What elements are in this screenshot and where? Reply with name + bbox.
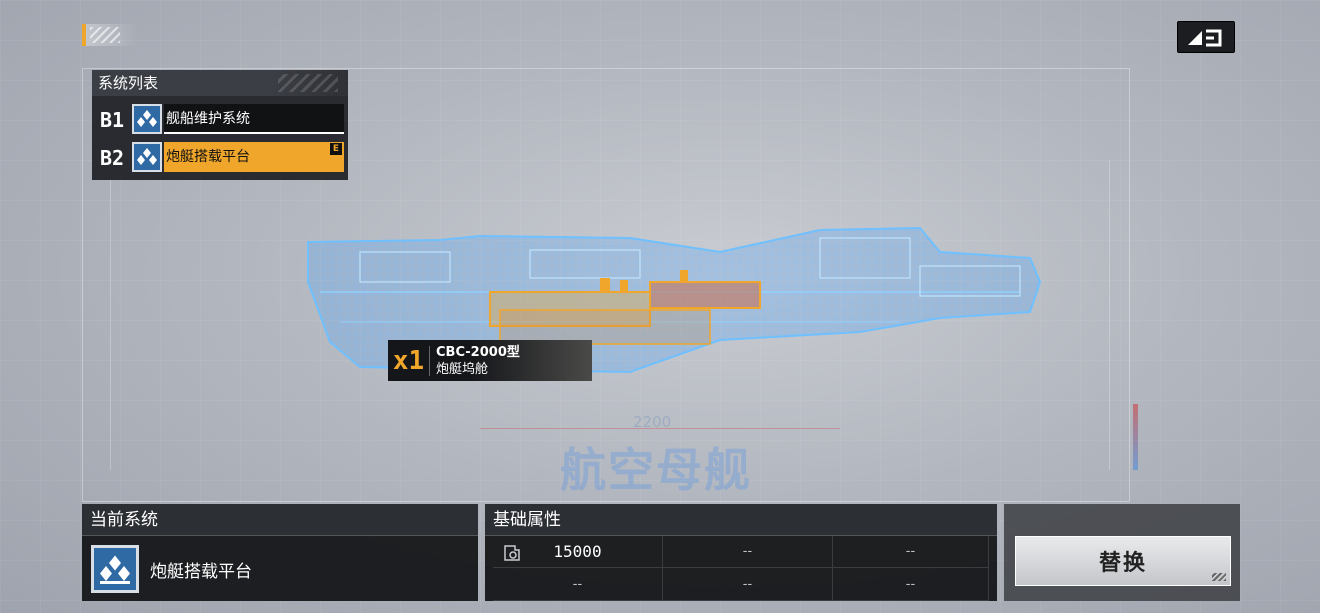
attribute-cell: -- (663, 568, 833, 601)
attribute-value: 15000 (553, 542, 602, 561)
attribute-cell: -- (663, 536, 833, 568)
ship-class-watermark: 航空母舰 (560, 443, 752, 497)
system-item-b2[interactable]: B2 炮艇搭载平台 E (96, 140, 344, 174)
system-list-header: 系统列表 (92, 70, 348, 96)
attribute-value: -- (742, 544, 753, 559)
base-attributes-panel: 基础属性 15000 -- -- -- -- -- (485, 504, 997, 601)
attribute-value: -- (905, 544, 916, 559)
replace-button[interactable]: 替换 (1015, 536, 1231, 586)
dimension-line (480, 428, 840, 429)
current-system-name: 炮艇搭载平台 (150, 562, 252, 582)
viewport-frame (82, 68, 1130, 502)
equipped-badge: E (330, 143, 342, 155)
durability-gear-icon (504, 545, 520, 561)
corner-accent-bar (82, 24, 86, 46)
attribute-cell: -- (493, 568, 663, 601)
system-item-label: 炮艇搭载平台 E (164, 142, 344, 172)
system-item-b1[interactable]: B1 舰船维护系统 (96, 102, 344, 136)
attribute-value: -- (572, 576, 583, 592)
button-notch (1212, 573, 1226, 581)
attribute-cell: -- (833, 568, 989, 601)
header-hatch (278, 74, 338, 92)
back-button[interactable] (1177, 21, 1235, 53)
attribute-grid: 15000 -- -- -- -- -- (493, 536, 989, 601)
ship-blueprint (307, 226, 1042, 374)
slot-label: B2 (100, 146, 125, 170)
system-list-panel: 系统列表 B1 舰船维护系统 B2 炮艇搭载平台 E (92, 70, 348, 180)
current-system-panel: 当前系统 炮艇搭载平台 (82, 504, 478, 601)
corner-tag (82, 24, 138, 46)
corner-stripes (90, 27, 120, 43)
component-count: x1 (388, 345, 430, 376)
replace-button-label: 替换 (1098, 551, 1147, 576)
ship-length-value: 2200 (633, 413, 672, 431)
highlighted-module (489, 270, 761, 345)
component-names: CBC-2000型 炮艇坞舱 (430, 344, 520, 378)
attribute-value: -- (742, 576, 753, 592)
component-tag[interactable]: x1 CBC-2000型 炮艇坞舱 (388, 340, 592, 381)
slot-label: B1 (100, 108, 125, 132)
ship-hull (307, 226, 1042, 374)
base-attributes-title: 基础属性 (485, 504, 997, 536)
component-name: 炮艇坞舱 (436, 361, 489, 377)
attribute-value: -- (905, 576, 916, 592)
system-module-icon (132, 104, 162, 134)
current-system-title: 当前系统 (82, 504, 478, 536)
side-gauge (1133, 404, 1138, 470)
system-item-label-text: 炮艇搭载平台 (166, 149, 250, 165)
component-model: CBC-2000型 (436, 344, 520, 360)
viewport-inner-frame (110, 160, 1110, 470)
system-module-icon (132, 142, 162, 172)
attribute-cell: -- (833, 536, 989, 568)
system-item-label: 舰船维护系统 (164, 104, 344, 134)
back-arrow-icon (1188, 29, 1222, 47)
attribute-cell: 15000 (493, 536, 663, 568)
system-module-icon (91, 545, 139, 593)
system-list-title: 系统列表 (98, 74, 159, 92)
